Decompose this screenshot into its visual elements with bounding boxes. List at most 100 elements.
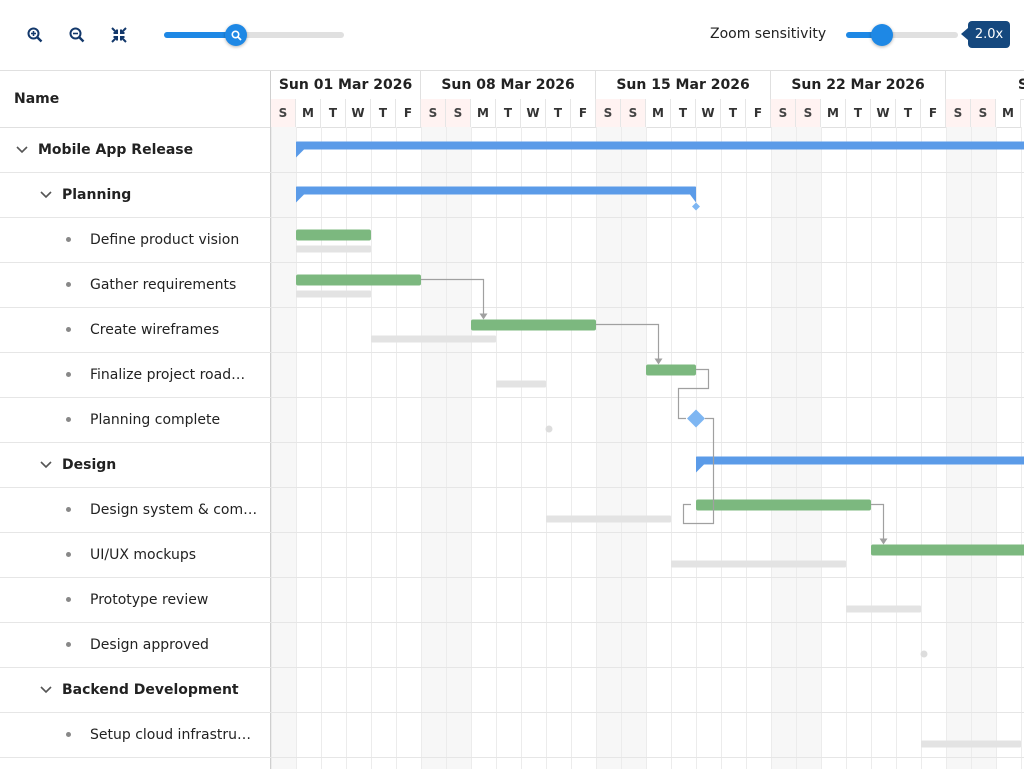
day-header: W — [521, 99, 546, 128]
task-row[interactable]: UI/UX mockups — [0, 532, 336, 578]
day-header: W — [696, 99, 721, 128]
task-name: Mobile App Release — [38, 141, 194, 158]
task-name: Design system & com… — [90, 501, 258, 518]
name-column-header[interactable]: Name — [0, 71, 270, 128]
day-header: M — [296, 99, 321, 128]
task-row[interactable]: Design — [0, 442, 308, 488]
task-name: Finalize project road… — [90, 366, 246, 383]
day-header: S — [596, 99, 621, 128]
day-header: M — [471, 99, 496, 128]
summary-bar — [296, 186, 696, 195]
day-header: M — [996, 99, 1021, 128]
chevron-down-icon[interactable] — [38, 457, 54, 473]
bullet-icon — [66, 642, 71, 647]
bullet-icon — [66, 552, 71, 557]
baseline-milestone — [545, 425, 553, 433]
task-row[interactable]: Planning — [0, 172, 308, 218]
bullet-icon — [66, 597, 71, 602]
task-name: Planning — [62, 186, 132, 203]
task-name: Backend Development — [62, 681, 239, 698]
weekend-shading — [796, 127, 821, 769]
zoom-in-icon — [27, 27, 43, 43]
zoom-slider-thumb[interactable] — [225, 24, 247, 46]
dependency-link — [421, 278, 485, 314]
day-header: T — [721, 99, 746, 128]
task-row[interactable]: Design approved — [0, 622, 336, 668]
milestone-diamond — [687, 409, 705, 428]
chevron-down-icon[interactable] — [14, 142, 30, 158]
task-name: Setup cloud infrastru… — [90, 726, 251, 743]
day-header: T — [321, 99, 346, 128]
day-header: T — [846, 99, 871, 128]
task-row[interactable]: Backend Development — [0, 667, 308, 713]
task-name: Create wireframes — [90, 321, 220, 338]
day-header: T — [546, 99, 571, 128]
zoom-out-button[interactable] — [62, 20, 92, 50]
task-bar — [871, 544, 1024, 556]
task-row[interactable]: Planning complete — [0, 397, 336, 443]
task-row[interactable]: Finalize project road… — [0, 352, 336, 398]
task-row[interactable]: Define product vision — [0, 217, 336, 263]
baseline-milestone — [920, 650, 928, 658]
zoom-sensitivity-label: Zoom sensitivity — [710, 26, 827, 42]
toolbar: Zoom sensitivity 2.0x — [0, 0, 1024, 70]
summary-bar-end — [690, 186, 696, 203]
chevron-down-icon[interactable] — [38, 187, 54, 203]
day-header: F — [746, 99, 771, 128]
task-name: Design approved — [90, 636, 209, 653]
day-header: T — [496, 99, 521, 128]
bullet-icon — [66, 507, 71, 512]
task-name: Prototype review — [90, 591, 209, 608]
dependency-arrow — [479, 313, 488, 320]
baseline-bar — [296, 245, 371, 253]
week-header: Sun 15 Mar 2026 — [596, 71, 771, 100]
day-header: S — [946, 99, 971, 128]
day-header: F — [571, 99, 596, 128]
task-row[interactable]: Design system & com… — [0, 487, 336, 533]
week-header: Sun 08 Mar 2026 — [421, 71, 596, 100]
day-header: T — [671, 99, 696, 128]
timeline-body — [271, 127, 1024, 769]
dependency-arrow — [654, 358, 663, 365]
summary-bar-start — [296, 141, 304, 158]
task-row[interactable]: Mobile App Release — [0, 127, 284, 173]
zoom-slider-fill — [164, 32, 236, 38]
task-row[interactable]: Setup cloud infrastru… — [0, 712, 336, 758]
weekend-shading — [771, 127, 796, 769]
day-header: S — [421, 99, 446, 128]
sensitivity-value-badge: 2.0x — [961, 21, 1010, 48]
day-header: S — [796, 99, 821, 128]
zoom-slider[interactable] — [164, 24, 344, 46]
day-header: S — [271, 99, 296, 128]
dependency-link — [596, 323, 660, 359]
task-bar — [471, 319, 596, 331]
bullet-icon — [66, 327, 71, 332]
week-header: Sun 01 Mar 2026 — [271, 71, 421, 100]
sensitivity-slider-fill — [846, 32, 882, 38]
task-row[interactable]: Prototype review — [0, 577, 336, 623]
day-header: S — [971, 99, 996, 128]
week-header: Sun — [946, 71, 1024, 100]
task-name: Define product vision — [90, 231, 240, 248]
zoom-sensitivity-slider[interactable] — [846, 24, 958, 46]
day-header: S — [446, 99, 471, 128]
task-row[interactable]: Gather requirements — [0, 262, 336, 308]
weekend-shading — [971, 127, 996, 769]
task-bar — [296, 274, 421, 286]
zoom-out-icon — [69, 27, 85, 43]
bullet-icon — [66, 417, 71, 422]
fit-to-screen-button[interactable] — [104, 20, 134, 50]
weekend-shading — [621, 127, 646, 769]
zoom-in-button[interactable] — [20, 20, 50, 50]
weekend-shading — [446, 127, 471, 769]
sensitivity-slider-thumb[interactable] — [870, 24, 893, 46]
day-header: F — [921, 99, 946, 128]
chevron-down-icon[interactable] — [38, 682, 54, 698]
weekend-shading — [271, 127, 296, 769]
task-row[interactable]: Create wireframes — [0, 307, 336, 353]
task-bar — [696, 499, 871, 511]
summary-bar — [696, 456, 1024, 465]
bullet-icon — [66, 732, 71, 737]
